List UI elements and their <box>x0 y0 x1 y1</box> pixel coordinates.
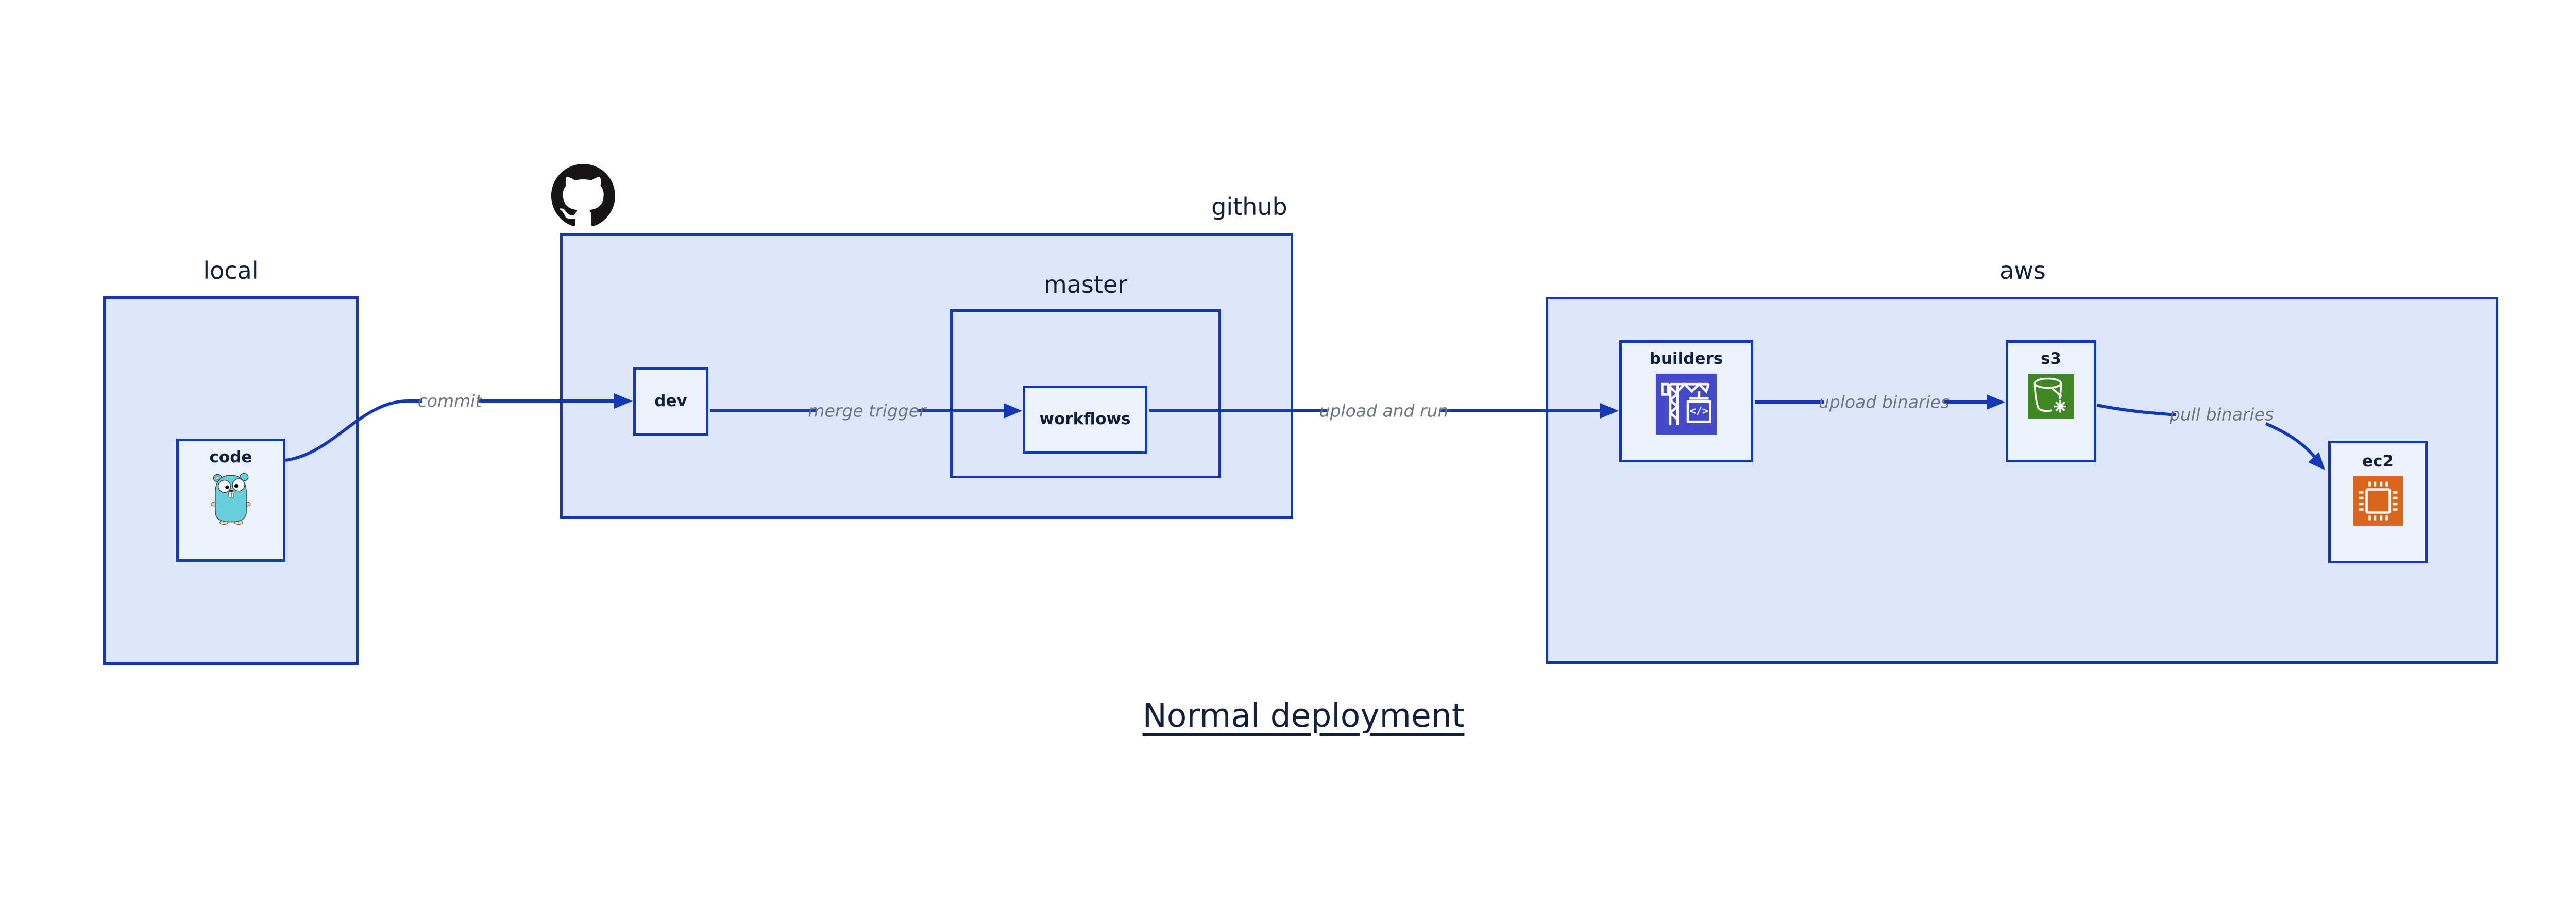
octocat-mark <box>551 164 615 226</box>
gopher-icon <box>210 472 251 525</box>
builders-node-label: builders <box>1649 349 1723 368</box>
bucket-art <box>2033 377 2066 413</box>
node-workflows: workflows <box>1023 386 1147 454</box>
s3-node-label: s3 <box>2040 349 2062 368</box>
go-gopher <box>211 473 251 525</box>
s3-bucket-icon <box>2028 374 2074 419</box>
aws-ec2-chip <box>2353 476 2403 526</box>
diagram-title: Normal deployment <box>1142 697 1465 734</box>
aws-s3-glacier <box>2028 374 2074 419</box>
node-s3: s3 <box>2006 340 2096 462</box>
dev-node-label: dev <box>654 391 687 410</box>
codebuild-code-glyph: </> <box>1690 405 1708 417</box>
workflows-node-label: workflows <box>1039 410 1131 429</box>
github-octocat-icon <box>551 164 615 226</box>
node-builders: builders </> <box>1619 340 1753 462</box>
master-group-label: master <box>1043 271 1128 298</box>
node-code: code <box>176 439 285 562</box>
crane-art <box>1661 382 1711 425</box>
gopher-art <box>211 473 251 525</box>
edge-commit-label: commit <box>418 391 483 411</box>
local-group-label: local <box>203 257 259 285</box>
chip-art <box>2359 481 2397 521</box>
github-group-label: github <box>1211 193 1287 221</box>
ec2-node-label: ec2 <box>2362 452 2394 471</box>
ec2-chip-icon <box>2353 476 2403 526</box>
code-node-label: code <box>209 448 252 466</box>
aws-group-label: aws <box>1999 257 2046 285</box>
node-dev: dev <box>633 367 708 436</box>
aws-codebuild-crane: </> <box>1656 373 1717 435</box>
edge-upload-and-run-label: upload and run <box>1319 401 1449 421</box>
node-ec2: ec2 <box>2328 441 2428 563</box>
codebuild-icon: </> <box>1656 373 1717 435</box>
octocat-path <box>551 164 615 226</box>
